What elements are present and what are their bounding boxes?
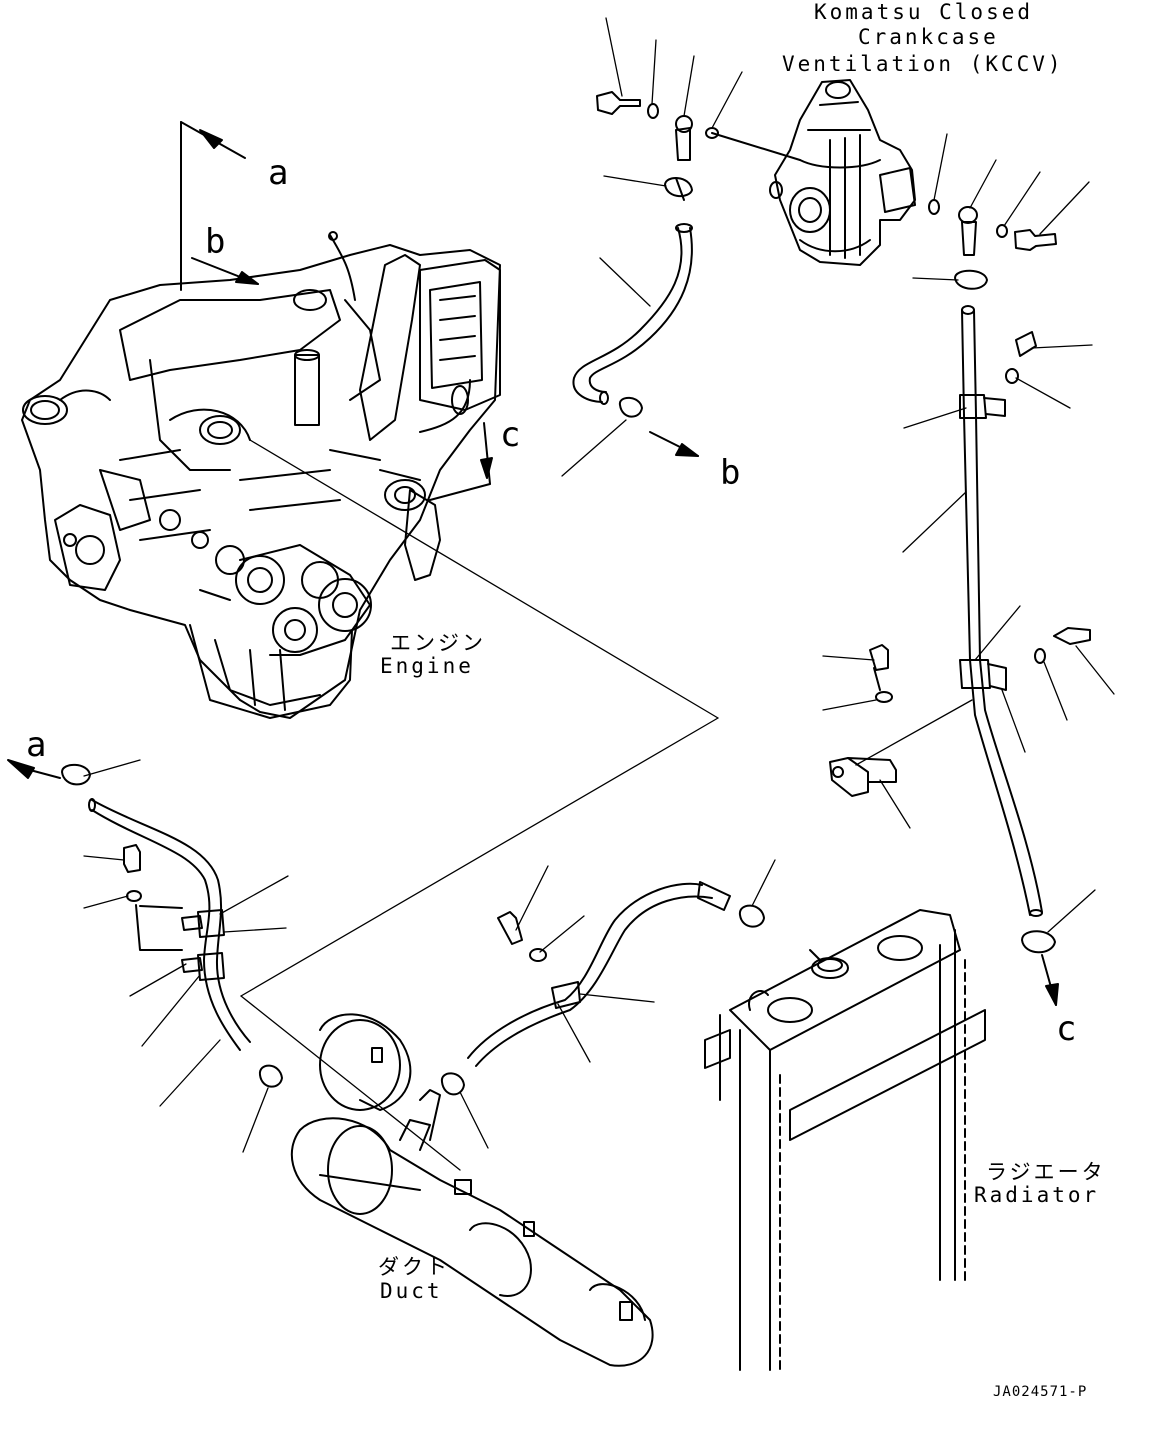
engine-label-en: Engine <box>380 654 474 678</box>
duct-label-en: Duct <box>380 1279 443 1303</box>
kccv-label-line1: Komatsu Closed <box>814 0 1034 24</box>
view-marker-b-top: b <box>205 222 226 262</box>
detail-frame <box>241 440 972 1170</box>
kccv-right-fittings <box>830 200 1090 796</box>
kccv-unit <box>770 80 915 265</box>
leader-lines <box>84 18 1114 1152</box>
kccv-left-fittings <box>597 92 800 200</box>
view-marker-c-top: c <box>500 415 521 455</box>
view-arrow-c-top <box>430 423 492 500</box>
view-marker-b-bottom: b <box>720 453 741 493</box>
drawing-code: JA024571-P <box>993 1384 1088 1400</box>
kccv-label-line3: Ventilation (KCCV) <box>782 52 1064 76</box>
radiator-drawing <box>705 910 985 1370</box>
engine-label-jp: エンジン <box>390 631 486 655</box>
view-arrow-c-bottom <box>1042 955 1058 1005</box>
view-marker-a-top: a <box>268 153 289 193</box>
view-arrow-a-top <box>181 122 245 290</box>
view-marker-c-bottom: c <box>1056 1009 1077 1049</box>
kccv-label-line2: Crankcase <box>858 25 999 49</box>
radiator-label-en: Radiator <box>974 1183 1100 1207</box>
view-marker-a-bottom: a <box>26 725 47 765</box>
engine-drawing <box>22 232 500 718</box>
view-arrow-b-top <box>192 258 258 284</box>
hose-a <box>8 760 282 1087</box>
hose-c-tube <box>955 271 1055 953</box>
radiator-label-jp: ラジエータ <box>986 1160 1106 1184</box>
duct-label-jp: ダクト <box>378 1255 450 1279</box>
view-arrow-b-bottom <box>650 432 698 456</box>
hose-middle <box>442 882 764 1094</box>
duct-drawing <box>292 1014 653 1365</box>
hose-b <box>573 224 692 417</box>
